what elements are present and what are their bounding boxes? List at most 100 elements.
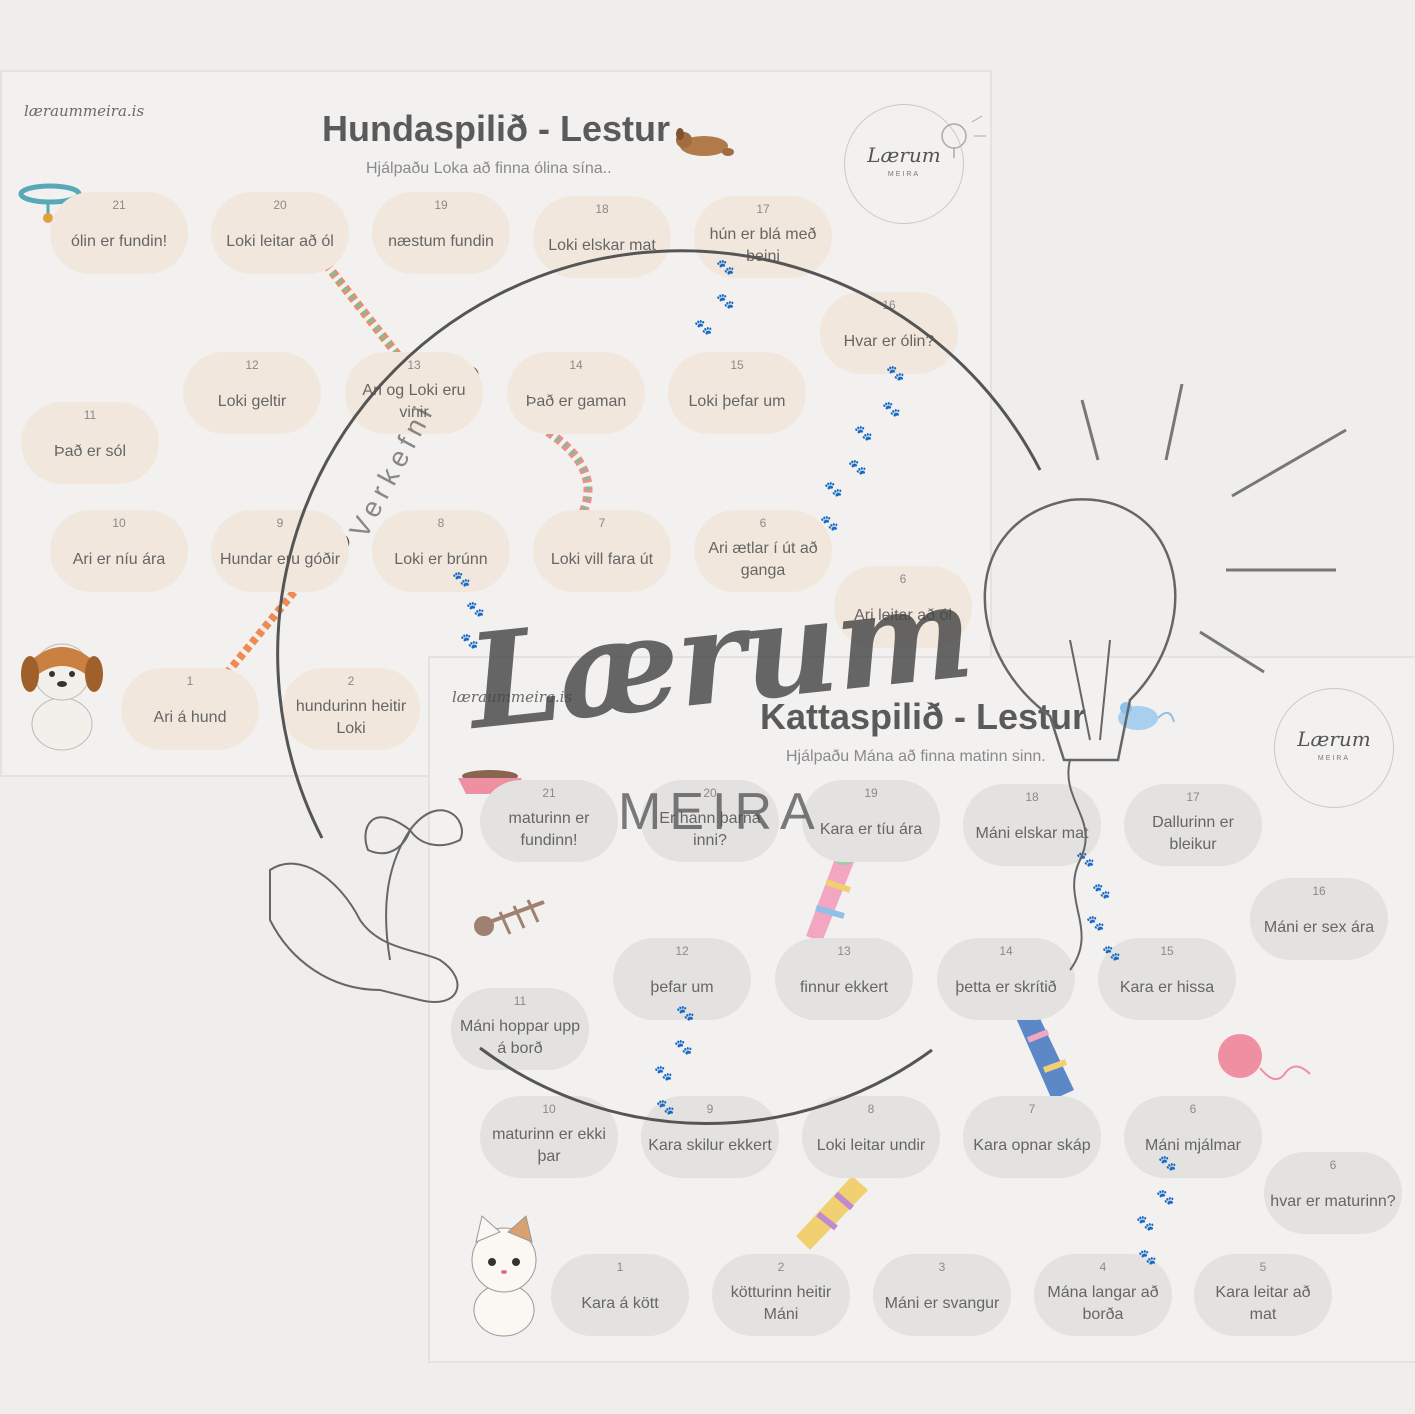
logo-word: Lærum: [1297, 727, 1371, 751]
space-text: Ari er níu ára: [72, 551, 166, 568]
paw-print-icon: 🐾: [848, 458, 867, 476]
board-space: 10 maturinn er ekki þar: [480, 1096, 618, 1178]
paw-print-icon: 🐾: [674, 1038, 693, 1056]
space-number: 2: [347, 674, 355, 688]
site-label: læraummeira.is: [452, 688, 573, 706]
space-number: 14: [999, 944, 1013, 958]
space-text: maturinn er ekki þar: [492, 1126, 606, 1165]
sheet-subtitle: Hjálpaðu Mána að finna matinn sinn.: [786, 748, 1046, 765]
paw-print-icon: 🐾: [1086, 914, 1105, 932]
paw-print-icon: 🐾: [1136, 1214, 1155, 1232]
space-number: 14: [569, 358, 583, 372]
site-label: læraummeira.is: [24, 102, 145, 120]
paw-print-icon: 🐾: [882, 400, 901, 418]
paw-print-icon: 🐾: [676, 1004, 695, 1022]
logo-sub: MEIRA: [887, 171, 921, 178]
space-text: þetta er skrítið: [955, 979, 1057, 996]
space-number: 7: [598, 516, 606, 530]
paw-print-icon: 🐾: [886, 364, 905, 382]
paw-print-icon: 🐾: [1076, 850, 1095, 868]
paw-print-icon: 🐾: [716, 258, 735, 276]
logo-word: Lærum: [867, 143, 941, 167]
space-number: 9: [276, 516, 284, 530]
space-text: næstum fundin: [388, 233, 494, 250]
space-number: 18: [595, 202, 609, 216]
space-number: 18: [1025, 790, 1039, 804]
space-text: Dallurinn er bleikur: [1152, 814, 1234, 853]
space-number: 10: [542, 1102, 556, 1116]
space-text: Máni er svangur: [884, 1295, 1000, 1312]
space-text: Það er sól: [53, 443, 127, 460]
sheet-title: Hundaspilið - Lestur: [322, 108, 671, 149]
cat-game-sheet: læraummeira.is Kattaspilið - Lestur Hjál…: [428, 656, 1415, 1363]
space-number: 6: [899, 572, 907, 586]
space-number: 6: [759, 516, 767, 530]
board-space: 21 ólin er fundin!: [50, 192, 188, 274]
space-text: Loki elskar mat: [548, 237, 656, 254]
space-text: Mána langar að borða: [1047, 1284, 1159, 1323]
space-text: Ari ætlar í út að ganga: [708, 540, 818, 579]
space-number: 21: [112, 198, 126, 212]
space-text: Máni elskar mat: [975, 825, 1089, 842]
toy-mouse-icon: [1118, 702, 1175, 730]
space-number: 12: [245, 358, 259, 372]
space-text: Loki þefar um: [688, 393, 786, 410]
space-text: maturinn er fundinn!: [508, 810, 590, 849]
space-text: Ari og Loki eru vinir: [362, 382, 466, 421]
space-text: Máni hoppar upp á borð: [459, 1018, 581, 1057]
paw-print-icon: 🐾: [1138, 1248, 1157, 1266]
space-text: Kara er tíu ára: [819, 821, 923, 838]
space-number: 10: [112, 516, 126, 530]
space-number: 11: [513, 994, 527, 1008]
space-number: 1: [616, 1260, 624, 1274]
space-number: 4: [1099, 1260, 1107, 1274]
space-number: 20: [703, 786, 717, 800]
space-text: Loki vill fara út: [550, 551, 654, 568]
cat-tunnel-toy-icon: [1016, 1010, 1074, 1100]
space-text: ólin er fundin!: [70, 233, 168, 250]
paw-print-icon: 🐾: [694, 318, 713, 336]
space-number: 8: [437, 516, 445, 530]
space-text: Kara er hissa: [1119, 979, 1215, 996]
space-text: Loki leitar undir: [816, 1137, 926, 1154]
space-number: 3: [938, 1260, 946, 1274]
space-text: Loki leitar að ól: [226, 233, 334, 250]
space-text: Kara opnar skáp: [973, 1137, 1091, 1154]
space-number: 16: [882, 298, 896, 312]
space-text: Er hann þarna inni?: [659, 810, 761, 849]
space-number: 15: [1160, 944, 1174, 958]
space-number: 12: [675, 944, 689, 958]
space-text: Kara leitar að mat: [1215, 1284, 1311, 1323]
space-text: Máni mjálmar: [1144, 1137, 1241, 1154]
laerum-logo: Lærum MEIRA: [844, 104, 964, 224]
space-text: Kara á kött: [581, 1295, 659, 1312]
space-text: hvar er maturinn?: [1270, 1193, 1396, 1210]
logo-sub: MEIRA: [1317, 755, 1351, 762]
space-number: 16: [1312, 884, 1326, 898]
board-space: 20 Er hann þarna inni?: [641, 780, 779, 862]
sheet-title: Kattaspilið - Lestur: [760, 696, 1087, 737]
beagle-puppy-icon: [21, 643, 103, 751]
paw-print-icon: 🐾: [854, 424, 873, 442]
